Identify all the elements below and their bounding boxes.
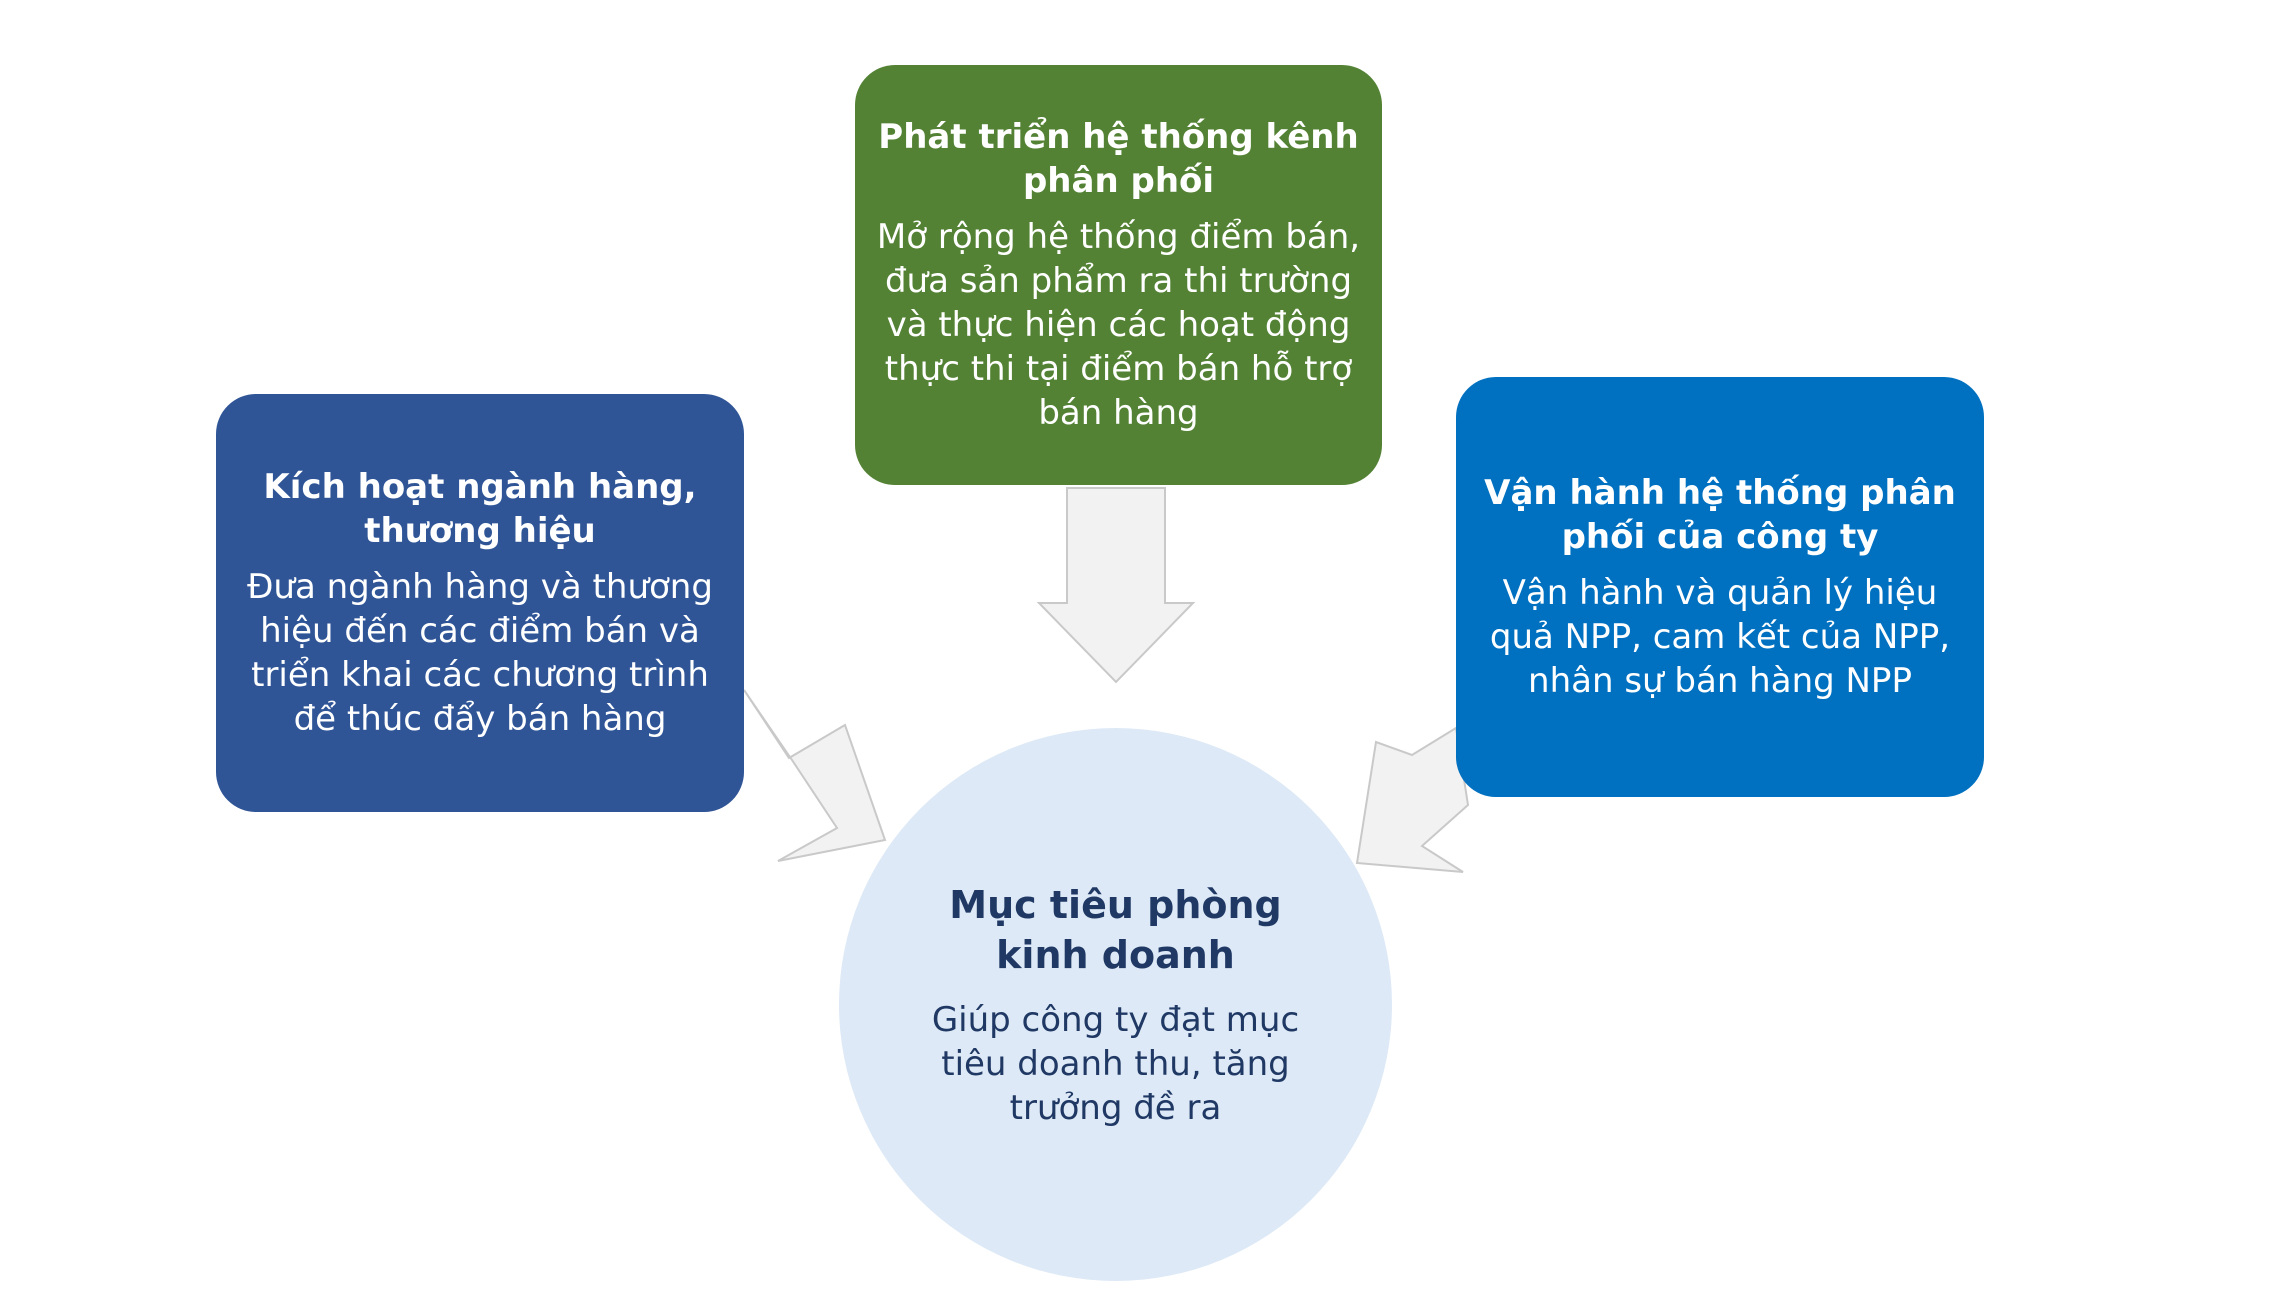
node-title: Vận hành hệ thống phân phối của công ty <box>1484 473 1956 557</box>
node-title: Phát triển hệ thống kênh phân phối <box>878 117 1359 201</box>
node-description: Đưa ngành hàng và thương hiệu đến các đi… <box>247 567 713 739</box>
arrow-right-to-center <box>1355 726 1470 873</box>
node-develop-distribution-channel: Phát triển hệ thống kênh phân phối Mở rộ… <box>855 65 1382 485</box>
arrow-top-to-center <box>1036 487 1196 684</box>
node-title: Kích hoạt ngành hàng, thương hiệu <box>263 467 697 551</box>
node-sales-department-goal: Mục tiêu phòng kinh doanh Giúp công ty đ… <box>839 728 1392 1281</box>
node-description: Giúp công ty đạt mục tiêu doanh thu, tăn… <box>931 999 1300 1128</box>
node-activate-category-brand: Kích hoạt ngành hàng, thương hiệu Đưa ng… <box>216 394 744 812</box>
node-operate-distribution-system: Vận hành hệ thống phân phối của công ty … <box>1456 377 1984 797</box>
arrow-left-to-center <box>743 689 887 862</box>
node-description: Mở rộng hệ thống điểm bán, đưa sản phẩm … <box>876 217 1361 433</box>
node-title: Mục tiêu phòng kinh doanh <box>949 882 1282 977</box>
node-description: Vận hành và quản lý hiệu quả NPP, cam kế… <box>1489 573 1951 701</box>
